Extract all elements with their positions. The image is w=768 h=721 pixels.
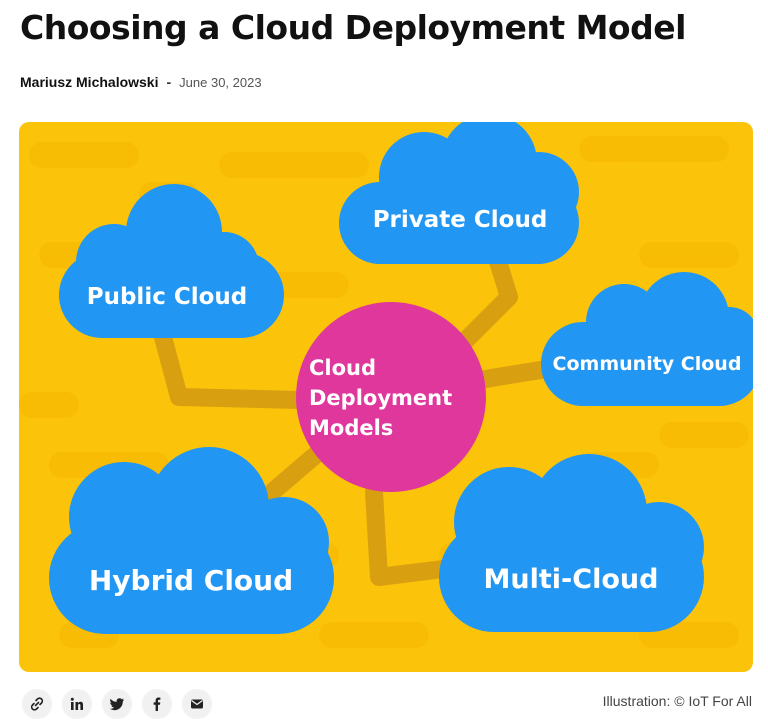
center-label: Cloud Deployment Models [309, 356, 459, 440]
private-cloud [339, 122, 579, 264]
multi-cloud [439, 454, 704, 632]
center-label-line-1: Cloud [309, 356, 376, 380]
share-email-button[interactable] [182, 689, 212, 719]
byline-separator: - [166, 74, 172, 90]
center-label-line-3: Models [309, 416, 393, 440]
connector-public [150, 313, 308, 409]
publish-date: June 30, 2023 [179, 74, 262, 90]
share-facebook-button[interactable] [142, 689, 172, 719]
center-circle [296, 302, 486, 492]
community-cloud [541, 272, 753, 406]
share-twitter-button[interactable] [102, 689, 132, 719]
linkedin-icon [70, 697, 83, 710]
image-caption: Illustration: © IoT For All [602, 693, 752, 709]
byline: Mariusz Michalowski - June 30, 2023 [20, 74, 262, 90]
public-cloud [59, 184, 284, 338]
link-icon [30, 697, 44, 711]
article-title: Choosing a Cloud Deployment Model [20, 8, 686, 47]
connector-multi [365, 483, 468, 586]
share-bar [22, 689, 212, 719]
private-cloud-label: Private Cloud [373, 207, 548, 233]
public-cloud-label: Public Cloud [87, 284, 248, 310]
facebook-icon [153, 697, 161, 711]
hybrid-cloud-label: Hybrid Cloud [89, 564, 293, 597]
multi-cloud-label: Multi-Cloud [484, 564, 659, 595]
center-label-line-2: Deployment [309, 386, 452, 410]
cloud-diagram: Private Cloud Public Cloud Community Clo… [19, 122, 753, 648]
share-link-button[interactable] [22, 689, 52, 719]
twitter-icon [109, 698, 124, 711]
email-icon [191, 699, 203, 709]
community-cloud-label: Community Cloud [553, 353, 742, 375]
hybrid-cloud [49, 447, 334, 634]
hero-illustration: Private Cloud Public Cloud Community Clo… [19, 122, 753, 672]
share-linkedin-button[interactable] [62, 689, 92, 719]
author-link[interactable]: Mariusz Michalowski [20, 74, 159, 90]
